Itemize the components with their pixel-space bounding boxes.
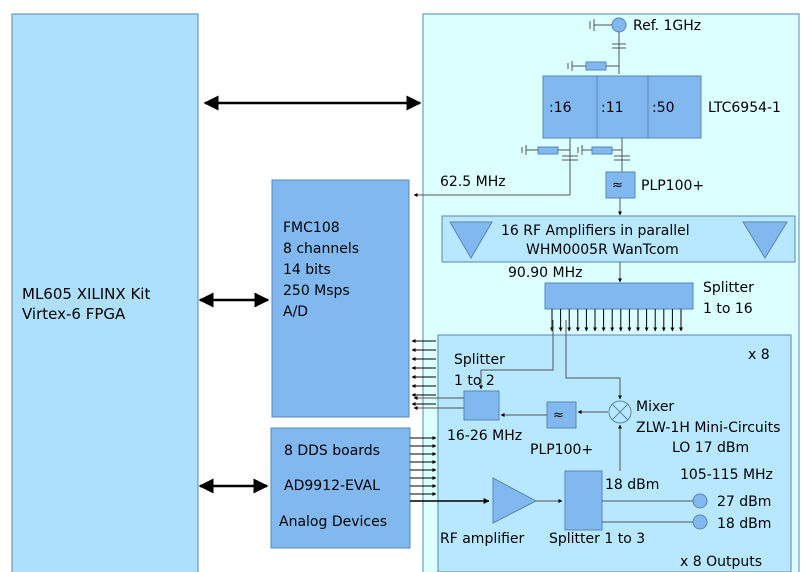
dbm18-label: 18 dBm [605,477,659,493]
dds-label-1: 8 DDS boards [284,443,380,459]
splitter3-label: Splitter 1 to 3 [549,531,645,547]
x8-label: x 8 [748,347,770,363]
divider-11: :11 [601,100,624,116]
out27-label: 27 dBm [717,494,771,510]
output-27-port-icon [692,493,708,509]
output-18-port-icon [692,514,708,530]
amp-triangle-right-icon [742,221,788,259]
filter-icon: ≈ [612,178,623,193]
freq-105-label: 105-115 MHz [680,467,773,483]
rf-amplifier-icon [492,477,538,524]
filter-mid-block [546,401,577,429]
adc-label-3: 14 bits [283,262,331,278]
resistor-icon [585,61,607,71]
splitter2-label-2: 1 to 2 [454,373,495,389]
fpga-label-2: Virtex-6 FPGA [22,305,126,323]
mixer-label-1: Mixer [636,399,674,415]
adc-label-2: 8 channels [283,241,359,257]
divider-block [542,75,702,139]
filter-mid-icon: ≈ [553,408,564,423]
fpga-block [11,13,199,572]
amplifiers-block [441,215,796,263]
splitter16-label-2: 1 to 16 [703,301,753,317]
adc-label-4: 250 Msps [283,283,350,299]
adc-label-1: FMC108 [283,220,340,236]
splitter-16-block [544,282,694,310]
adc-label-5: A/D [283,304,308,320]
splitter-3-block [564,470,603,531]
ref-source-icon [611,17,627,33]
dds-label-3: Analog Devices [279,514,387,530]
splitter2-label-1: Splitter [454,352,505,368]
splitter-16-outputs [550,309,683,332]
x8-outputs-label: x 8 Outputs [680,554,762,570]
freq-16-label: 16-26 MHz [447,428,522,444]
splitter16-label-1: Splitter [703,280,754,296]
adc-input-arrows [411,339,436,406]
ref-label: Ref. 1GHz [633,18,701,34]
divider-50: :50 [652,100,675,116]
adc-block [271,179,410,418]
freq-62-label: 62.5 MHz [440,174,506,190]
amps-label-1: 16 RF Amplifiers in parallel [501,223,690,239]
divider-part-label: LTC6954-1 [708,100,781,116]
dds-output-arrows [410,436,437,496]
amps-label-2: WHM0005R WanTcom [526,242,679,258]
splitter-2-block [463,390,500,421]
dds-block [270,427,411,549]
filter-mid-label: PLP100+ [530,442,593,458]
mixer-label-2: ZLW-1H Mini-Circuits [636,420,780,436]
rf-amp-label: RF amplifier [440,531,525,547]
channel-panel [437,334,792,572]
amp-triangle-left-icon [449,221,493,259]
fpga-label-1: ML605 XILINX Kit [22,285,150,303]
out18-label: 18 dBm [717,516,771,532]
filter-top-label: PLP100+ [641,178,704,194]
dds-label-2: AD9912-EVAL [284,478,380,494]
filter-top-block [605,171,636,199]
divider-16: :16 [549,100,572,116]
mixer-label-3: LO 17 dBm [672,440,749,456]
freq-90-label: 90.90 MHz [508,265,582,281]
